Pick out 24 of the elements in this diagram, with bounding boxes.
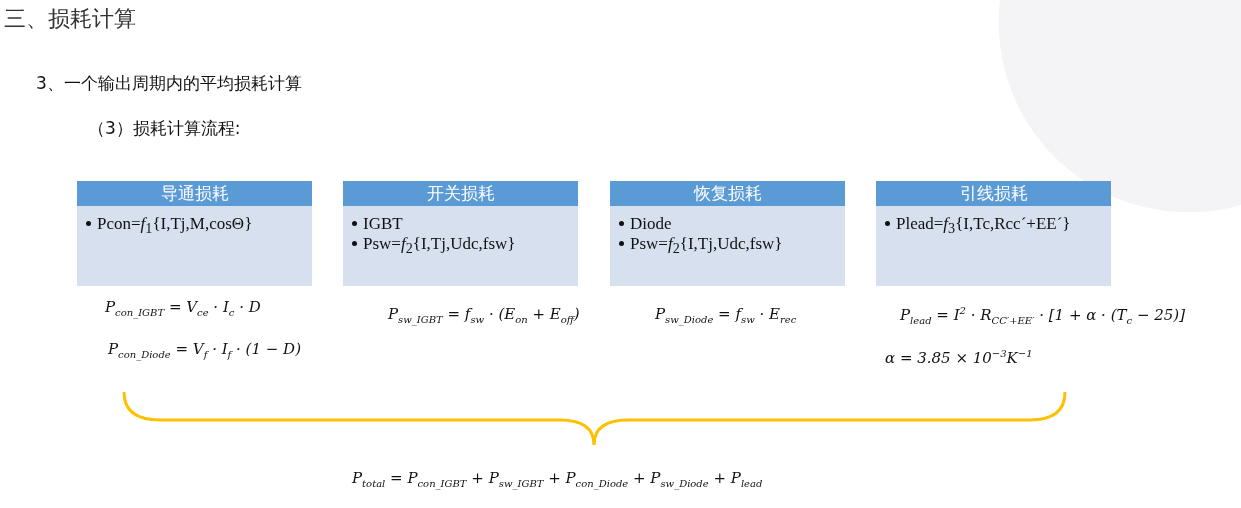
list-item-text: Pcon=f$_{1}${I,Tj,M,cosΘ} — [97, 214, 253, 233]
box-header: 引线损耗 — [876, 181, 1111, 206]
list-item-text: IGBT — [363, 214, 403, 233]
formula: P$_{con_IGBT}$ = V$_{ce}$ · I$_{c}$ · D — [105, 298, 261, 318]
box-header: 导通损耗 — [77, 181, 312, 206]
formula: α = 3.85 × 10$^{−3}$K$^{−1}$ — [885, 348, 1033, 367]
box-header: 开关损耗 — [343, 181, 578, 206]
box-header: 恢复损耗 — [610, 181, 845, 206]
list-item-text: Diode — [630, 214, 672, 233]
loss-box — [876, 181, 1111, 286]
loss-box — [610, 181, 845, 286]
formula: P$_{sw_Diode}$ = f$_{sw}$ · E$_{rec}$ — [655, 305, 797, 325]
subheading: 3、一个输出周期内的平均损耗计算 — [36, 72, 302, 95]
list-item-text: Plead=f$_{3}${I,Tc,Rcc´+EE´} — [896, 214, 1071, 233]
loss-box — [77, 181, 312, 286]
section-heading: 三、损耗计算 — [4, 5, 136, 33]
list-item-text: Psw=f$_{2}${I,Tj,Udc,fsw} — [363, 234, 516, 253]
formula: P$_{con_Diode}$ = V$_{f}$ · I$_{f}$ · (1 − D) — [108, 340, 301, 360]
loss-box — [343, 181, 578, 286]
list-item-text: Psw=f$_{2}${I,Tj,Udc,fsw} — [630, 234, 783, 253]
formula: P$_{lead}$ = I$^{2}$ · R$_{CC′+EE′}$ · [1 + α · (T$_{c}$ − 25)] — [900, 305, 1186, 326]
formula: P$_{sw_IGBT}$ = f$_{sw}$ · (E$_{on}$ + E$_{off}$) — [388, 305, 580, 325]
subheading: （3）损耗计算流程: — [88, 117, 241, 140]
formula: P$_{total}$ = P$_{con_IGBT}$ + P$_{sw_IGBT}$ + P$_{con_Diode}$ + P$_{sw_Diode}$ + P$_{lead}$ — [352, 469, 763, 489]
